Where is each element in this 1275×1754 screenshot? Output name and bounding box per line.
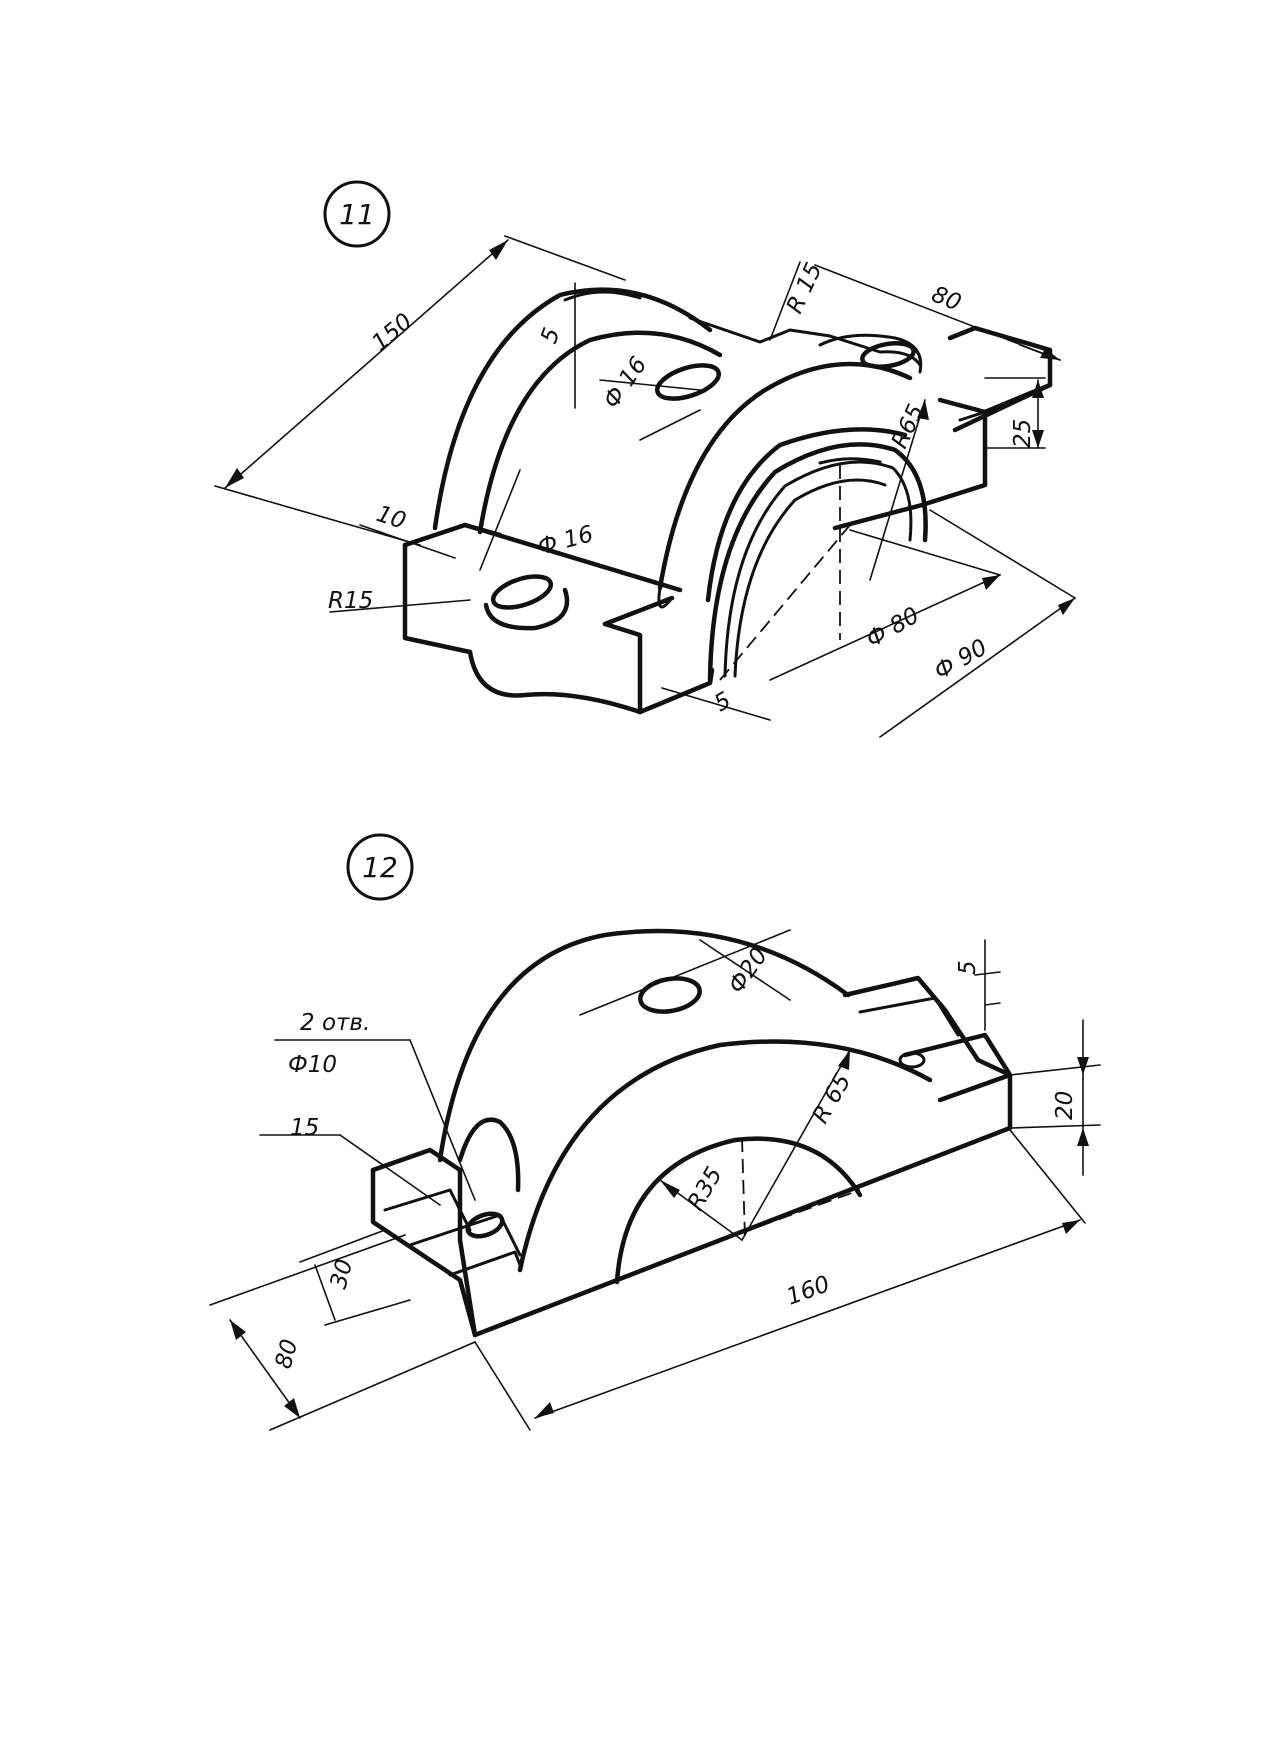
dim-top-hole: Ф 16 bbox=[599, 352, 653, 413]
right-lug bbox=[818, 333, 923, 374]
half-bearing-body bbox=[437, 928, 1013, 1338]
axis-line bbox=[719, 524, 851, 681]
top-hole bbox=[655, 363, 721, 401]
dim-width: 80 bbox=[271, 1337, 304, 1372]
holes-note: 2 отв. bbox=[300, 1010, 370, 1036]
dim-lug-radius-left: R15 bbox=[328, 588, 373, 614]
right-lug bbox=[842, 975, 1013, 1131]
dim-lug-radius-right: R 15 bbox=[782, 259, 828, 318]
lug-hole bbox=[465, 1211, 505, 1239]
dim-inner-radius: R35 bbox=[683, 1163, 728, 1215]
dim-length: 150 bbox=[367, 308, 417, 356]
figure-number-circle bbox=[346, 833, 414, 901]
left-boss bbox=[457, 1117, 521, 1193]
figure-number: 11 bbox=[339, 198, 375, 231]
base-block bbox=[402, 316, 1053, 715]
right-lug-hole bbox=[860, 341, 916, 369]
figure-number: 12 bbox=[362, 851, 398, 884]
left-lug bbox=[483, 587, 570, 631]
dim-length: 160 bbox=[783, 1271, 833, 1310]
left-lug bbox=[370, 1147, 522, 1338]
figure-12: 12 bbox=[209, 833, 1101, 1431]
figure-number-circle bbox=[323, 180, 391, 248]
dim-notch: 5 bbox=[955, 960, 981, 975]
dim-slot: 10 bbox=[373, 501, 409, 535]
dimension-lines-12 bbox=[209, 929, 1101, 1431]
dim-rib: 5 bbox=[536, 324, 565, 347]
dim-outer-diameter: Ф 90 bbox=[930, 634, 992, 685]
left-lug-hole bbox=[490, 574, 554, 610]
dimension-lines-11 bbox=[214, 235, 1076, 738]
hole-axis bbox=[479, 469, 521, 571]
dim-height: 20 bbox=[1052, 1091, 1078, 1120]
dim-lug: 15 bbox=[290, 1115, 319, 1141]
lug-hole bbox=[898, 1051, 926, 1069]
top-hole bbox=[638, 976, 702, 1014]
dim-inner-diameter: Ф 80 bbox=[862, 602, 924, 653]
holes-diameter: Ф10 bbox=[288, 1052, 337, 1078]
dim-height: 25 bbox=[1010, 419, 1036, 448]
dim-outer-radius: R 65 bbox=[808, 1069, 857, 1128]
figure-11: 11 bbox=[214, 180, 1076, 738]
main-arch bbox=[432, 287, 928, 683]
dim-collar: 5 bbox=[710, 687, 736, 717]
